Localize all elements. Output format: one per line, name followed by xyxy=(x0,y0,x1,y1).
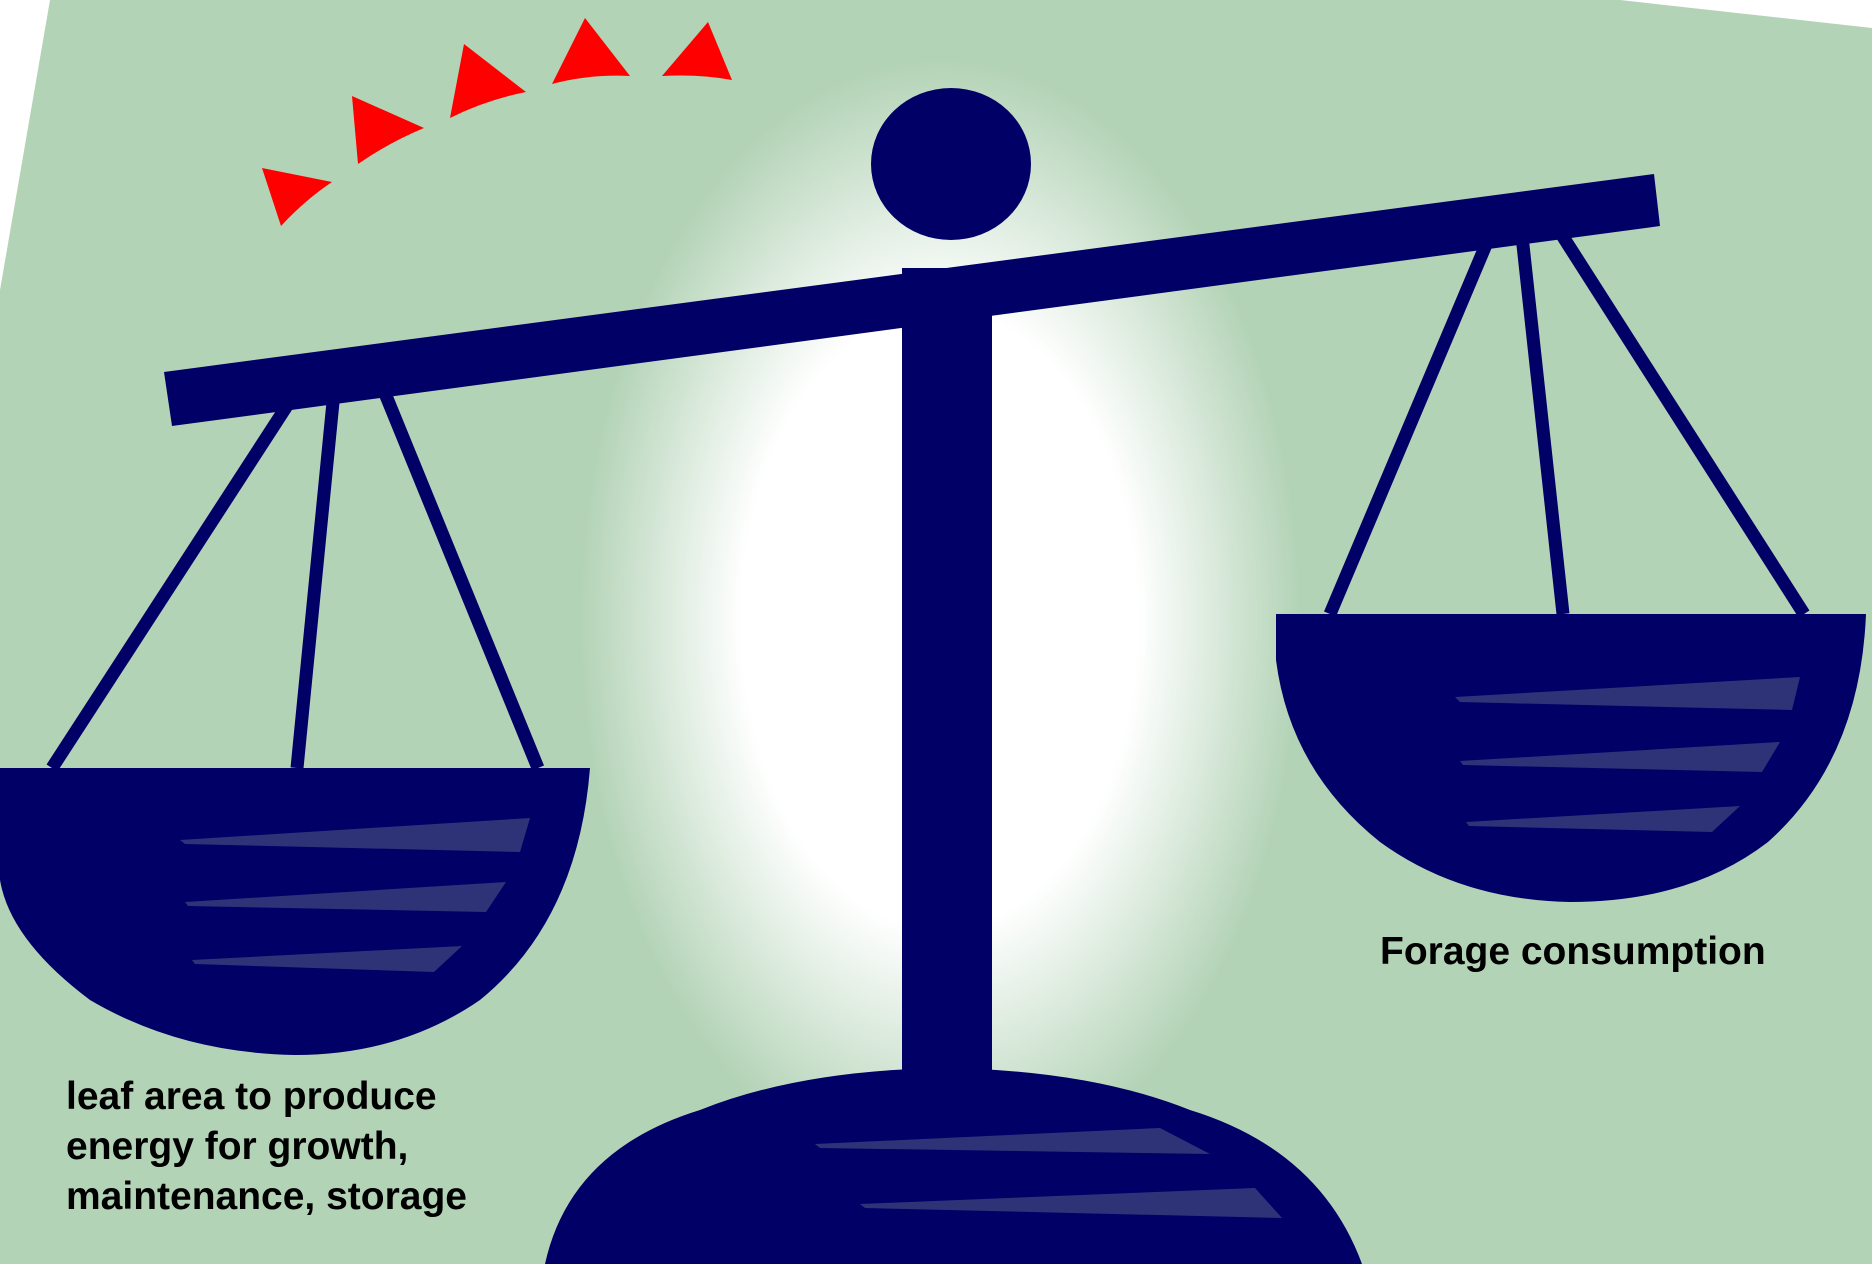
left-pan-caption-line-1: leaf area to produce xyxy=(66,1075,437,1118)
left-pan-caption-line-3: maintenance, storage xyxy=(66,1175,467,1218)
left-pan-caption: leaf area to produce energy for growth, … xyxy=(66,1072,586,1222)
left-pan-caption-line-2: energy for growth, xyxy=(66,1125,408,1168)
scale-knob xyxy=(871,88,1031,240)
scale-post xyxy=(902,268,992,1076)
right-pan-caption: Forage consumption xyxy=(1380,927,1860,977)
